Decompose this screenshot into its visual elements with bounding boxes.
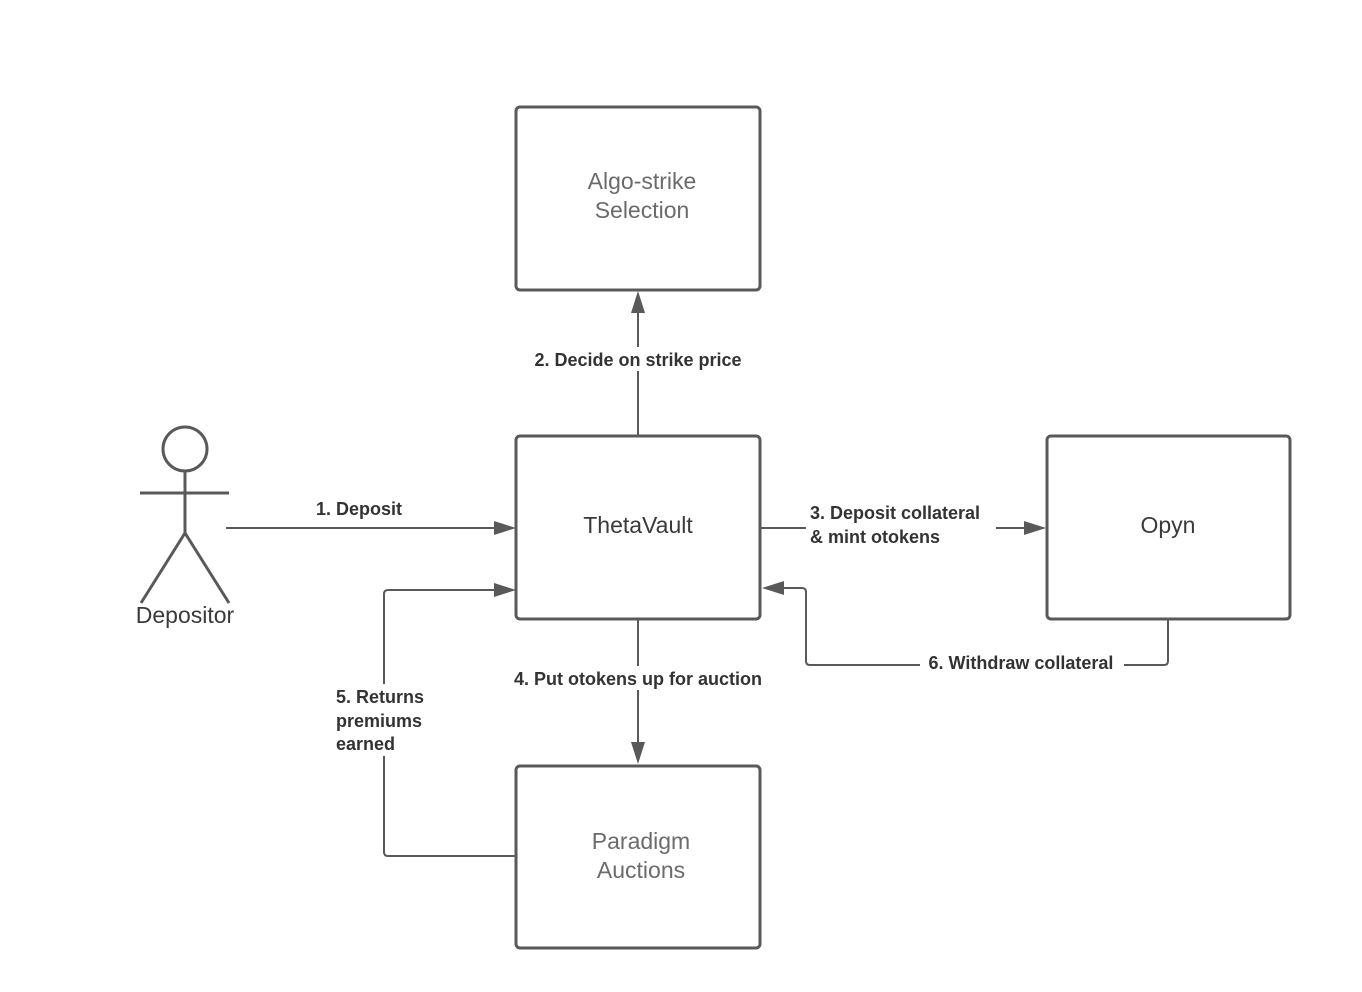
node-paradigm-line1: Paradigm [592,828,690,854]
edge-label-premiums: 5. Returns premiums earned [333,684,435,756]
edge-auction-label: 4. Put otokens up for auction [514,669,762,689]
edge-premiums-line3: earned [336,734,395,754]
node-opyn-label: Opyn [1141,512,1196,538]
node-paradigm-line2: Auctions [597,857,685,883]
edge-deposit-label: 1. Deposit [316,499,402,519]
edge-label-withdraw: 6. Withdraw collateral [920,652,1124,676]
edge-label-strike: 2. Decide on strike price [522,347,754,371]
edge-withdraw-label: 6. Withdraw collateral [929,653,1114,673]
edge-premiums-line1: 5. Returns [336,687,424,707]
actor-left-leg [139,532,187,604]
node-thetavault: ThetaVault [514,434,762,621]
arrowhead-collateral [1024,521,1046,535]
node-thetavault-label: ThetaVault [583,512,693,538]
edge-auction [631,619,645,764]
arrowhead-auction [631,742,645,764]
actor-right-leg [183,532,231,604]
actor-head [161,425,209,473]
edge-label-collateral: 3. Deposit collateral & mint otokens [806,500,996,550]
node-paradigm: Paradigm Auctions [514,764,762,950]
edge-label-auction: 4. Put otokens up for auction [500,666,778,690]
edge-strike [631,291,645,435]
edge-strike-label: 2. Decide on strike price [534,350,741,370]
node-algo-strike-line2: Selection [595,197,690,223]
actor-depositor: Depositor [136,425,235,628]
arrowhead-withdraw [762,581,784,595]
edge-collateral-line1: 3. Deposit collateral [810,503,980,523]
edge-deposit [226,521,516,535]
edge-premiums-line2: premiums [336,711,422,731]
edge-collateral-line2: & mint otokens [810,527,940,547]
node-algo-strike: Algo-strike Selection [514,105,762,292]
arrowhead-strike [631,291,645,313]
edge-label-deposit: 1. Deposit [316,499,402,519]
node-algo-strike-line1: Algo-strike [588,168,697,194]
edge-withdraw [762,581,1169,666]
arrowhead-deposit [494,521,516,535]
actor-depositor-label: Depositor [136,602,235,628]
arrowhead-premiums [494,583,516,597]
node-opyn: Opyn [1045,434,1292,621]
